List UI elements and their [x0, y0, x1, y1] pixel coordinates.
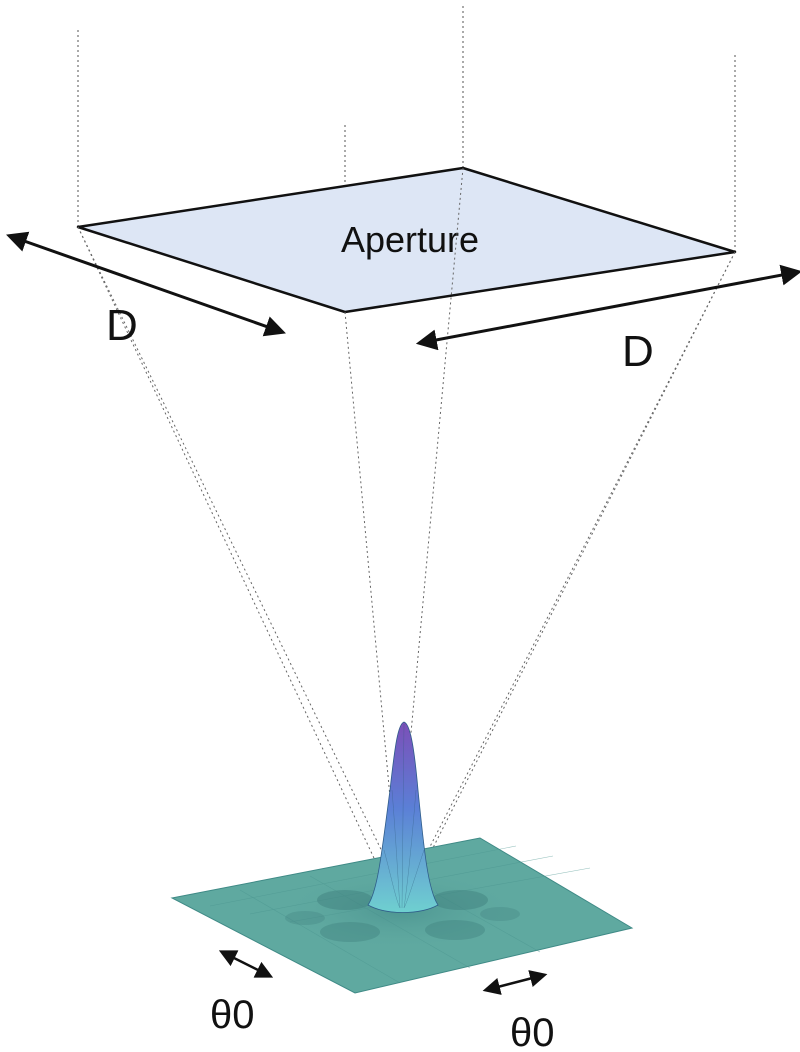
- angular-arrow-left: [218, 950, 274, 978]
- angular-arrow-right: [482, 970, 548, 995]
- dimension-arrow-right: [415, 264, 800, 351]
- aperture-label: Aperture: [341, 219, 479, 260]
- angular-label-right: θ0: [510, 1011, 555, 1052]
- dimension-label-left: D: [106, 301, 138, 350]
- dimension-arrow-left: [6, 231, 286, 337]
- psf-surface: [170, 721, 634, 994]
- dimension-label-right: D: [622, 327, 654, 376]
- angular-label-left: θ0: [210, 993, 255, 1037]
